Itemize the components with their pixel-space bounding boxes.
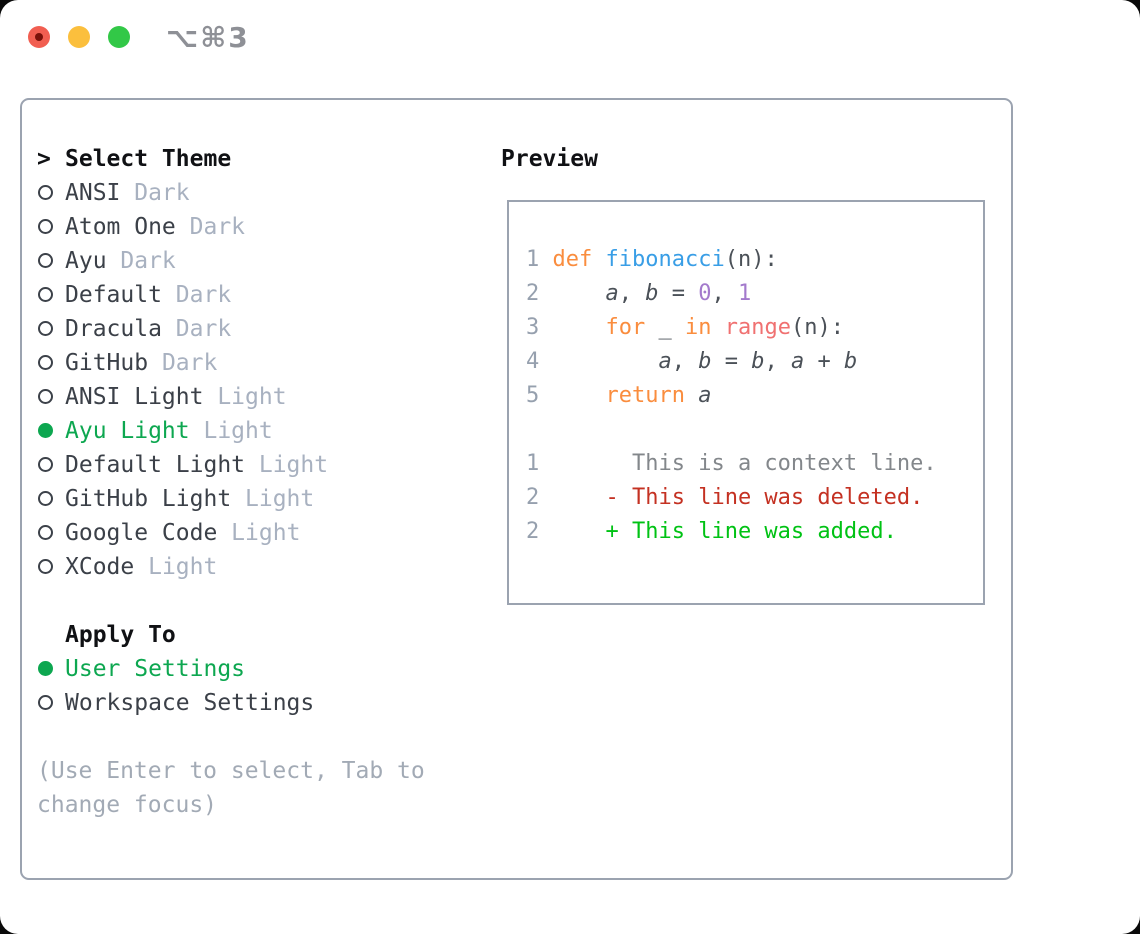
line-number: 5 [526,383,540,408]
radio-unselected-icon [37,346,65,380]
titlebar: ⌥⌘3 [0,0,1140,76]
apply-to-header: Apply To [65,622,176,648]
theme-name: Atom One [65,214,176,240]
hint-line-2: change focus) [37,788,425,822]
theme-option-ayu-light[interactable]: Ayu Light Light [37,414,425,448]
hint-text: change focus) [37,792,218,818]
apply-option-user-settings[interactable]: User Settings [37,652,425,686]
theme-list-header-row: > Select Theme [37,142,425,176]
theme-option-ansi-light[interactable]: ANSI Light Light [37,380,425,414]
radio-unselected-icon [37,312,65,346]
theme-option-github[interactable]: GitHub Dark [37,346,425,380]
line-number: 2 [526,281,540,306]
close-button[interactable] [28,26,50,48]
theme-list-header: Select Theme [65,146,232,172]
theme-option-ayu[interactable]: Ayu Dark [37,244,425,278]
theme-name: Ayu [65,248,107,274]
spacer [37,720,425,754]
preview-code-line: 1 def fibonacci(n): [526,247,778,272]
radio-unselected-icon [37,176,65,210]
theme-variant: Dark [106,248,176,274]
radio-unselected-icon [37,550,65,584]
preview-code-line: 1 This is a context line. [526,451,937,476]
preview-code-line [526,413,983,447]
apply-to-header-row: Apply To [37,618,425,652]
apply-option-name: Workspace Settings [65,690,315,716]
line-number: 1 [526,247,540,272]
radio-unselected-icon [37,448,65,482]
theme-name: Default Light [65,452,246,478]
theme-name: ANSI Light [65,384,204,410]
radio-selected-icon [37,652,65,686]
minimize-button[interactable] [68,26,90,48]
theme-variant: Light [245,452,329,478]
theme-name: ANSI [65,180,121,206]
theme-option-dracula[interactable]: Dracula Dark [37,312,425,346]
preview-code-line: 5 return a [526,383,712,408]
line-number: 2 [526,485,540,510]
theme-variant: Light [189,418,273,444]
radio-unselected-icon [37,516,65,550]
hint-text: (Use Enter to select, Tab to [37,758,425,784]
theme-variant: Dark [161,316,232,342]
preview-code-line: 2 + This line was added. [526,519,897,544]
preview-box: 1 def fibonacci(n): 2 a, b = 0, 1 3 for _ … [507,200,985,605]
radio-unselected-icon [37,380,65,414]
theme-option-default-light[interactable]: Default Light Light [37,448,425,482]
preview-code-line: 3 for _ in range(n): [526,315,844,340]
theme-variant: Dark [175,214,246,240]
theme-name: GitHub [65,350,149,376]
selection-cursor-icon: > [37,146,51,172]
preview-title: Preview [501,146,598,172]
theme-option-default[interactable]: Default Dark [37,278,425,312]
theme-option-ansi[interactable]: ANSI Dark [37,176,425,210]
radio-unselected-icon [37,210,65,244]
theme-name: GitHub Light [65,486,232,512]
line-number: 2 [526,519,540,544]
hint-line-1: (Use Enter to select, Tab to [37,754,425,788]
radio-unselected-icon [37,686,65,720]
theme-option-google-code[interactable]: Google Code Light [37,516,425,550]
radio-unselected-icon [37,278,65,312]
theme-name: Ayu Light [65,418,190,444]
theme-variant: Light [231,486,315,512]
line-number: 1 [526,451,540,476]
radio-unselected-icon [37,244,65,278]
theme-option-xcode[interactable]: XCode Light [37,550,425,584]
radio-selected-icon [37,414,65,448]
theme-name: XCode [65,554,135,580]
theme-option-github-light[interactable]: GitHub Light Light [37,482,425,516]
preview-code-line: 4 a, b = b, a + b [526,349,858,374]
line-number: 3 [526,315,540,340]
theme-name: Google Code [65,520,218,546]
theme-name: Default [65,282,162,308]
theme-variant: Light [203,384,287,410]
theme-variant: Dark [148,350,218,376]
preview-code-line: 2 a, b = 0, 1 [526,281,752,306]
radio-unselected-icon [37,482,65,516]
theme-variant: Light [134,554,218,580]
preview-code-line: 2 - This line was deleted. [526,485,924,510]
theme-option-atom-one[interactable]: Atom One Dark [37,210,425,244]
spacer [37,584,425,618]
theme-name: Dracula [65,316,162,342]
theme-variant: Dark [120,180,190,206]
zoom-button[interactable] [108,26,130,48]
window-title: ⌥⌘3 [166,21,250,54]
theme-variant: Dark [161,282,232,308]
apply-option-workspace-settings[interactable]: Workspace Settings [37,686,425,720]
theme-variant: Light [217,520,301,546]
apply-option-name: User Settings [65,656,246,682]
line-number: 4 [526,349,540,374]
